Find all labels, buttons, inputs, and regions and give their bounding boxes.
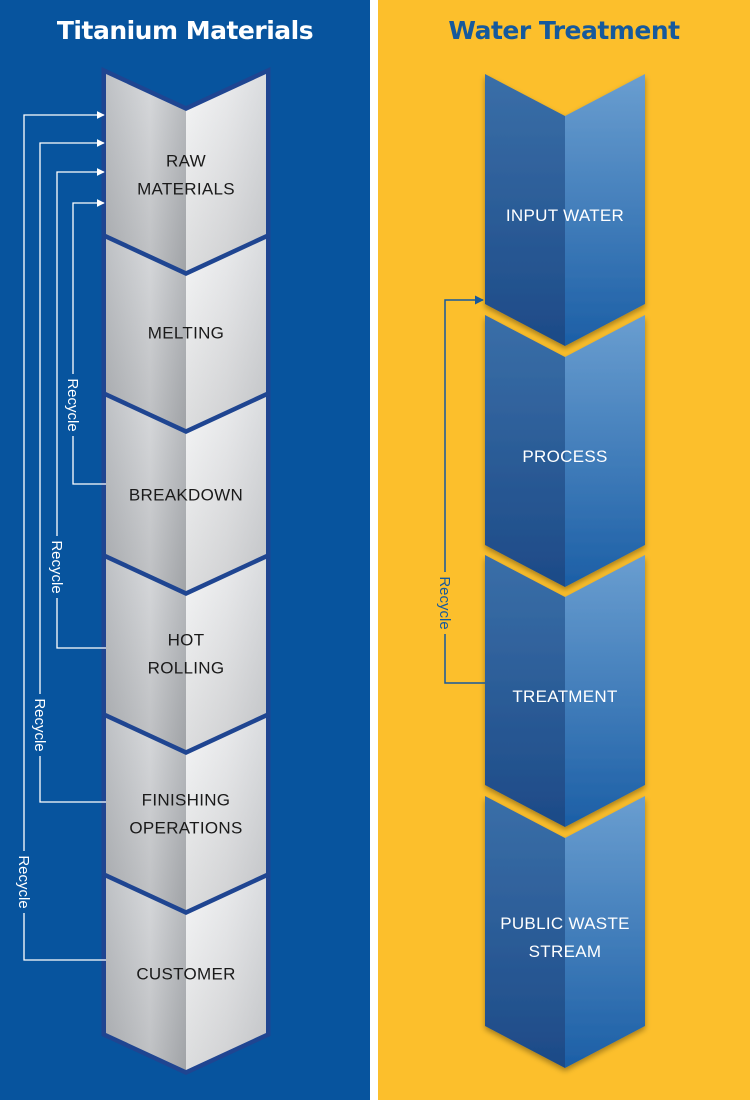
recycle-label: Recycle: [48, 540, 65, 593]
recycle-label: Recycle: [436, 576, 453, 629]
titanium-step-label: OPERATIONS: [129, 819, 242, 838]
titanium-step-breakdown: BREAKDOWN: [101, 386, 271, 596]
titanium-step-label: HOT: [168, 631, 205, 650]
titanium-step-label: CUSTOMER: [136, 965, 235, 984]
water-step-treatment: TREATMENT: [485, 555, 645, 827]
water-recycle-loops: Recycle: [436, 295, 485, 684]
water-step-left-face: [485, 74, 565, 346]
recycle-arrow: [444, 295, 485, 684]
water-step-left-face: [485, 555, 565, 827]
titanium-recycle-loop: Recycle: [64, 199, 106, 485]
titanium-step-raw-materials: RAW MATERIALS: [101, 66, 271, 276]
titanium-recycle-loop: Recycle: [15, 111, 106, 961]
titanium-chevron-column: CUSTOMER FINISHING OPERATIONS HOT ROLLING BRE…: [101, 66, 271, 1075]
titanium-step-customer: CUSTOMER: [101, 865, 271, 1075]
titanium-step-shade: [106, 873, 266, 1070]
recycle-label-backdrop: [48, 536, 66, 598]
titanium-recycle-loop: Recycle: [31, 139, 106, 803]
titanium-step-shade: [106, 74, 266, 271]
recycle-arrow: [72, 199, 106, 485]
recycle-arrow: [23, 111, 106, 961]
water-step-left-face: [485, 315, 565, 587]
titanium-step-label: FINISHING: [142, 791, 231, 810]
water-chevron-column: PUBLIC WASTE STREAM TREATMENT PROCESS INPUT …: [485, 74, 645, 1068]
water-step-label: STREAM: [529, 942, 602, 961]
water-step-label: INPUT WATER: [506, 206, 624, 225]
water-step-process: PROCESS: [485, 315, 645, 587]
recycle-arrow: [39, 139, 106, 803]
recycle-label: Recycle: [31, 698, 48, 751]
water-step-right-face: [565, 315, 645, 587]
titanium-recycle-loop: Recycle: [48, 168, 106, 649]
recycle-arrow: [56, 168, 106, 649]
titanium-step-label: BREAKDOWN: [129, 486, 243, 505]
water-step-public-waste-stream: PUBLIC WASTE STREAM: [485, 796, 645, 1068]
titanium-step-shade: [106, 713, 266, 910]
titanium-step-shade: [106, 553, 266, 750]
water-step-right-face: [565, 74, 645, 346]
titanium-title: Titanium Materials: [56, 16, 314, 45]
recycle-label-backdrop: [15, 851, 33, 913]
recycle-label-backdrop: [31, 694, 49, 756]
recycle-label-backdrop: [436, 572, 454, 634]
water-step-label: PUBLIC WASTE: [500, 914, 630, 933]
recycle-label-backdrop: [64, 374, 82, 436]
titanium-step-hot-rolling: HOT ROLLING: [101, 545, 271, 755]
titanium-step-shade: [106, 394, 266, 591]
water-recycle-loop: Recycle: [436, 295, 485, 684]
water-title: Water Treatment: [448, 16, 680, 45]
water-step-label: TREATMENT: [512, 687, 617, 706]
titanium-step-label: RAW: [166, 152, 206, 171]
titanium-step-label: ROLLING: [148, 659, 225, 678]
panel-divider: [370, 0, 378, 1100]
recycle-label: Recycle: [15, 855, 32, 908]
titanium-step-melting: MELTING: [101, 224, 271, 434]
water-step-right-face: [565, 796, 645, 1068]
water-step-right-face: [565, 555, 645, 827]
titanium-step-label: MATERIALS: [137, 180, 235, 199]
water-step-input-water: INPUT WATER: [485, 74, 645, 346]
recycle-label: Recycle: [64, 378, 81, 431]
water-step-left-face: [485, 796, 565, 1068]
titanium-step-shade: [106, 232, 266, 429]
titanium-step-label: MELTING: [148, 324, 224, 343]
water-step-label: PROCESS: [522, 447, 607, 466]
